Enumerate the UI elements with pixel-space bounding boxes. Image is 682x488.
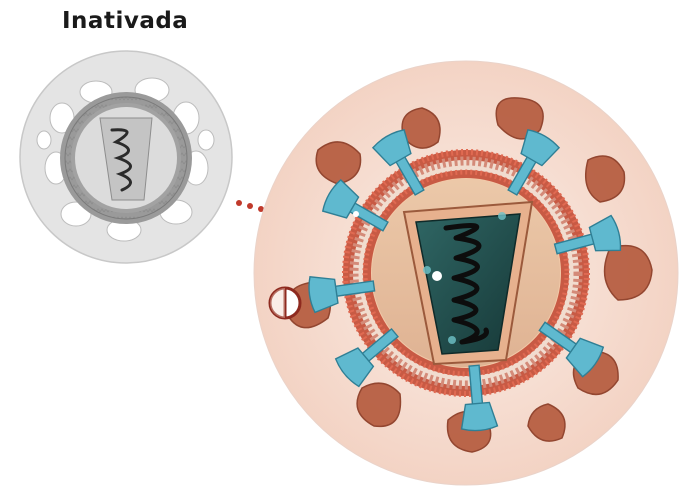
lens-marker-icon xyxy=(270,288,300,318)
active-virus-icon xyxy=(254,61,678,485)
zoom-connector-icon xyxy=(236,200,264,212)
inactive-virus-icon xyxy=(20,51,232,263)
